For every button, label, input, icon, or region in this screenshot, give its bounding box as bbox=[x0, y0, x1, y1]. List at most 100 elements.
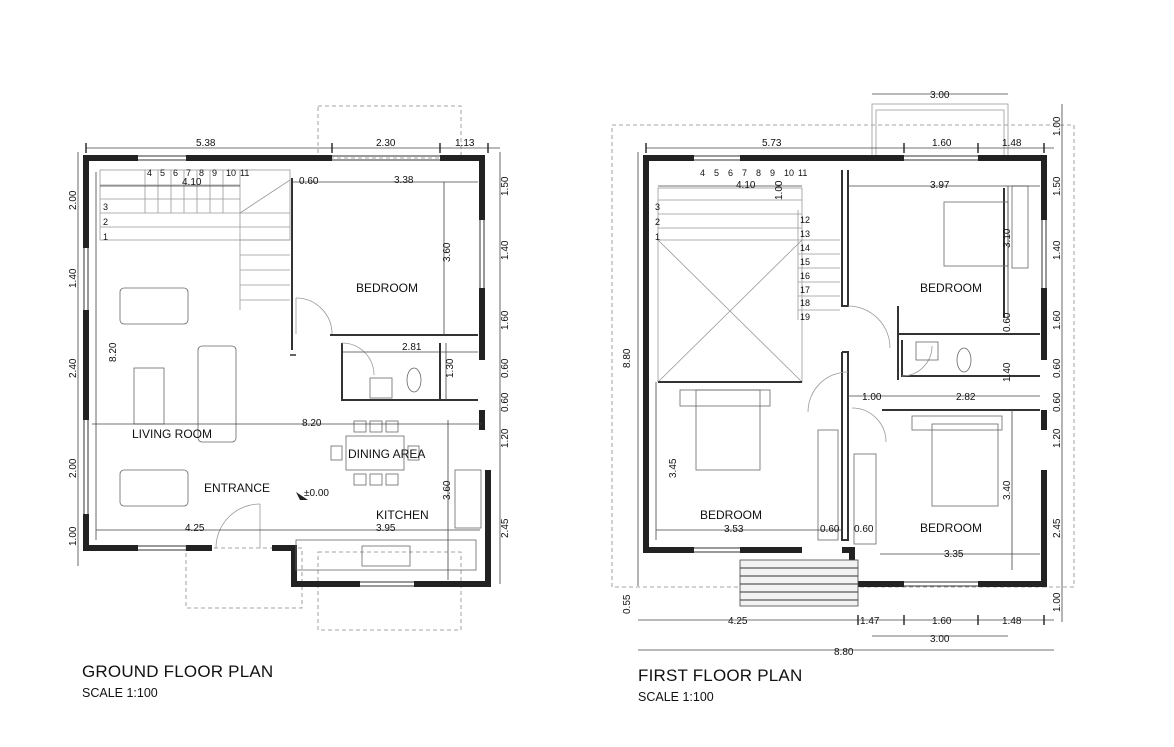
bath-door bbox=[341, 342, 375, 376]
step-label: 19 bbox=[800, 312, 810, 322]
step-label: 10 bbox=[226, 168, 236, 178]
step-label: 15 bbox=[800, 257, 810, 267]
wardrobe-3 bbox=[817, 429, 839, 541]
step-label: 5 bbox=[714, 168, 719, 178]
dim-label: 1.48 bbox=[1002, 616, 1022, 627]
dim-label: 0.55 bbox=[622, 594, 633, 614]
wardrobe-2 bbox=[853, 453, 877, 545]
step-label: 7 bbox=[186, 168, 191, 178]
entrance-step-projection bbox=[185, 547, 303, 609]
step-label: 17 bbox=[800, 285, 810, 295]
dim-label: 1.30 bbox=[445, 358, 456, 378]
door-b1 bbox=[847, 305, 891, 349]
toilet bbox=[956, 347, 972, 373]
roof-tiles bbox=[739, 559, 859, 607]
first-floor-plan: 1 2 3 4 5 6 7 8 9 10 11 12 13 14 15 16 1… bbox=[611, 90, 1075, 658]
level-label: ±0.00 bbox=[304, 488, 329, 499]
dim-label: 1.00 bbox=[774, 180, 785, 200]
dim-label: 5.73 bbox=[762, 138, 782, 149]
dim-label: 1.40 bbox=[68, 268, 79, 288]
step-label: 3 bbox=[103, 202, 108, 212]
washbasin bbox=[369, 377, 393, 399]
dim-label: 2.30 bbox=[376, 138, 396, 149]
dim-label: 3.35 bbox=[944, 549, 964, 560]
dim-label: 1.60 bbox=[500, 310, 511, 330]
step-label: 10 bbox=[784, 168, 794, 178]
dim-label: 1.60 bbox=[1052, 310, 1063, 330]
dim-label: 8.80 bbox=[834, 647, 854, 658]
door-bath bbox=[901, 345, 933, 377]
bedroom-door bbox=[295, 297, 333, 335]
dim-label: 8.80 bbox=[622, 348, 633, 368]
staircase: 1 2 3 4 5 6 7 8 9 10 11 12 13 14 15 16 1… bbox=[655, 168, 849, 322]
wall-ne bbox=[978, 155, 1047, 220]
dim-label: 1.50 bbox=[1052, 176, 1063, 196]
step-label: 13 bbox=[800, 229, 810, 239]
dim-label: 0.60 bbox=[500, 392, 511, 412]
wardrobe-1 bbox=[1011, 185, 1029, 269]
dim-label: 2.82 bbox=[956, 392, 976, 403]
dim-label: 4.10 bbox=[736, 180, 756, 191]
dim-label: 4.10 bbox=[182, 177, 202, 188]
wall-west bbox=[643, 155, 694, 553]
room-label-bedroom-2: BEDROOM bbox=[920, 521, 982, 535]
washbasin bbox=[915, 341, 939, 361]
living-furniture bbox=[119, 287, 237, 507]
wall-sw bbox=[83, 514, 138, 551]
sofa-right bbox=[197, 345, 237, 443]
dimensions-first: 3.00 5.73 1.60 1.48 4.10 1.00 3.97 3.10 … bbox=[622, 90, 1063, 658]
armchair-top bbox=[119, 287, 189, 325]
dim-label: 1.00 bbox=[1052, 116, 1063, 136]
dim-label: 1.00 bbox=[862, 392, 882, 403]
dim-label: 2.45 bbox=[1052, 518, 1063, 538]
roof-projection-top bbox=[317, 105, 462, 159]
staircase: 1 2 3 4 5 6 7 8 9 10 11 bbox=[99, 168, 291, 310]
bed-3 bbox=[695, 389, 761, 471]
dim-label: 4.25 bbox=[728, 616, 748, 627]
dim-label: 0.60 bbox=[820, 524, 840, 535]
step-label: 16 bbox=[800, 271, 810, 281]
step-label: 18 bbox=[800, 298, 810, 308]
dim-label: 1.13 bbox=[455, 138, 475, 149]
entrance-door bbox=[215, 503, 261, 549]
ground-floor-title: GROUND FLOOR PLAN bbox=[82, 662, 274, 681]
step-label: 8 bbox=[199, 168, 204, 178]
room-label-dining: DINING AREA bbox=[348, 447, 425, 461]
room-label-bedroom: BEDROOM bbox=[356, 281, 418, 295]
step-label: 14 bbox=[800, 243, 810, 253]
step-label: 2 bbox=[655, 217, 660, 227]
wall-ne bbox=[440, 155, 485, 220]
dim-label: 1.47 bbox=[860, 616, 880, 627]
step-label: 9 bbox=[770, 168, 775, 178]
dim-label: 3.60 bbox=[442, 480, 453, 500]
wall-bath bbox=[341, 343, 478, 401]
dim-label: 5.38 bbox=[196, 138, 216, 149]
dim-label: 1.48 bbox=[1002, 138, 1022, 149]
dim-label: 0.60 bbox=[299, 176, 319, 187]
step-label: 1 bbox=[655, 232, 660, 242]
step-label: 12 bbox=[800, 215, 810, 225]
terrace-projection bbox=[317, 551, 462, 631]
sink bbox=[361, 545, 411, 567]
step-label: 6 bbox=[173, 168, 178, 178]
room-label-kitchen: KITCHEN bbox=[376, 508, 429, 522]
bed-1 bbox=[943, 201, 1009, 267]
dim-label: 0.60 bbox=[1002, 312, 1013, 332]
first-floor-scale: SCALE 1:100 bbox=[638, 690, 714, 704]
coffee-table bbox=[133, 367, 165, 425]
first-floor-title: FIRST FLOOR PLAN bbox=[638, 666, 803, 685]
dim-label: 1.20 bbox=[1052, 428, 1063, 448]
wall-b3-east bbox=[841, 351, 849, 541]
wall-nw bbox=[83, 155, 138, 248]
wall-bot-mid bbox=[272, 545, 360, 587]
room-label-entrance: ENTRANCE bbox=[204, 481, 270, 495]
dim-label: 8.20 bbox=[108, 342, 119, 362]
step-label: 9 bbox=[212, 168, 217, 178]
dim-label: 2.00 bbox=[68, 458, 79, 478]
dim-label: 3.97 bbox=[930, 180, 950, 191]
dim-label: 3.60 bbox=[442, 242, 453, 262]
dim-label: 1.60 bbox=[932, 616, 952, 627]
toilet bbox=[406, 367, 422, 393]
